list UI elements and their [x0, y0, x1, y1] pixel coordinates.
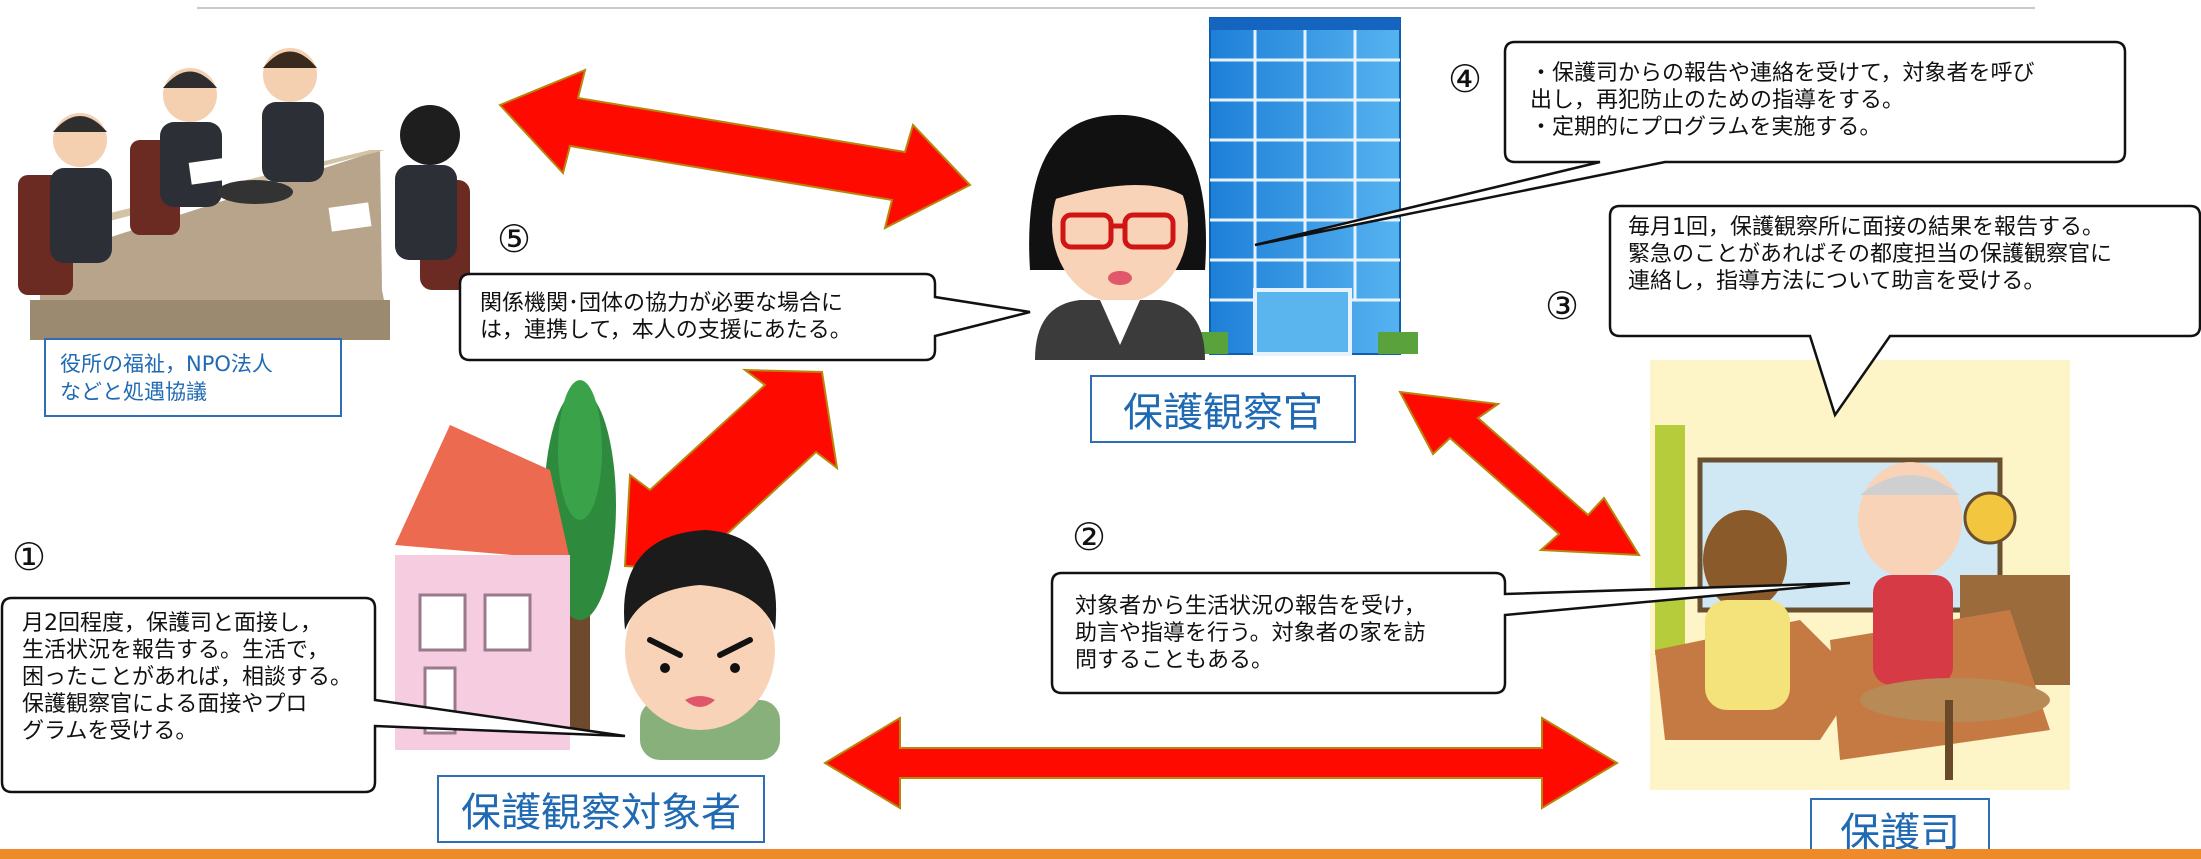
callout-5-bubble [458, 272, 1031, 362]
office-building [1188, 17, 1418, 356]
volunteer-illustration [1650, 360, 2070, 790]
volunteer-label: 保護司 [1810, 798, 1990, 859]
meeting-illustration [18, 48, 470, 340]
bottom-accent-bar [0, 849, 2201, 859]
step-1-text: 月2回程度，保護司と面接し， 生活状況を報告する。生活で， 困ったことがあれば，… [22, 611, 353, 744]
top-divider [197, 7, 2035, 9]
arrow-officer-subject [623, 368, 839, 573]
callout-4-bubble [1254, 40, 2127, 247]
step-1-number: ① [12, 535, 47, 579]
house-illustration [395, 380, 616, 750]
subject-label: 保護観察対象者 [437, 775, 765, 843]
step-4-text: ・保護司からの報告や連絡を受けて，対象者を呼び 出し，再犯防止のための指導をする… [1530, 61, 2035, 140]
officer-illustration [1029, 114, 1206, 360]
step-2-number: ② [1072, 515, 1107, 559]
arrow-welfare-officer [498, 68, 972, 230]
subject-boy-illustration [624, 530, 780, 760]
step-3-number: ③ [1545, 284, 1580, 328]
welfare-label: 役所の福祉，NPO法人 などと処遇協議 [44, 338, 342, 417]
step-5-text: 関係機関･団体の協力が必要な場合に は，連携して，本人の支援にあたる。 [480, 291, 852, 343]
callout-2-bubble [1050, 571, 1851, 695]
step-4-number: ④ [1448, 57, 1483, 101]
step-5-number: ⑤ [497, 217, 532, 261]
step-3-text: 毎月1回，保護観察所に面接の結果を報告する。 緊急のことがあればその都度担当の保… [1628, 215, 2113, 294]
arrow-officer-volunteer [1398, 390, 1641, 557]
callout-1-bubble [0, 596, 626, 794]
arrow-subject-volunteer [823, 716, 1619, 810]
probation-officer-label: 保護観察官 [1090, 375, 1356, 443]
step-2-text: 対象者から生活状況の報告を受け， 助言や指導を行う。対象者の家を訪 問することも… [1075, 594, 1426, 673]
callout-3-bubble [1608, 204, 2201, 418]
